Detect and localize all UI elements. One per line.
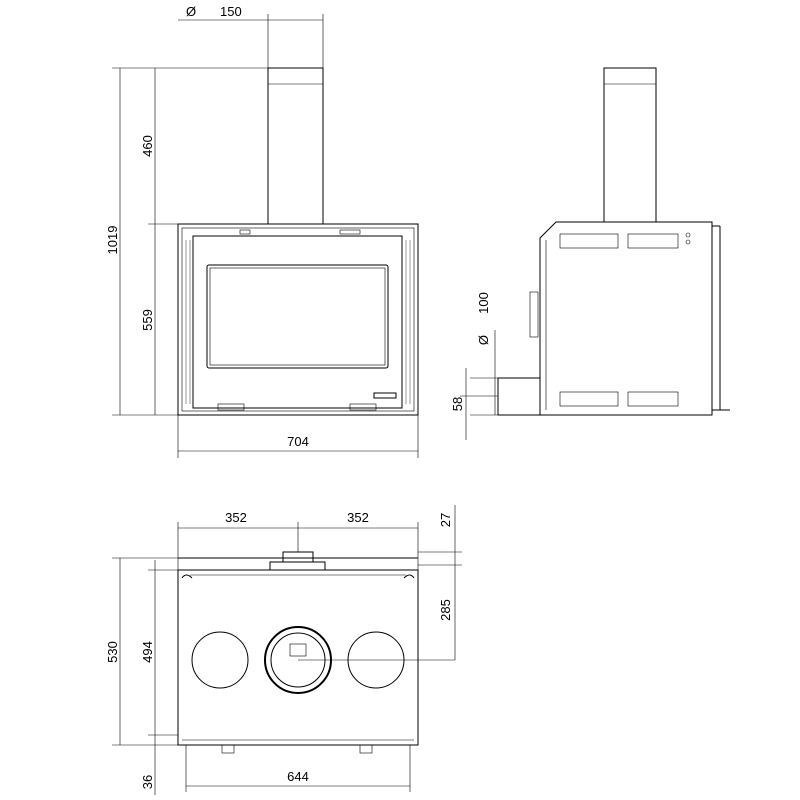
air-outlet [497,377,541,416]
front-offset-label: 27 [438,513,453,527]
side-flue-pipe [603,67,657,223]
body-depth-label: 494 [140,641,155,663]
outlet-diameter-symbol: Ø [476,335,491,345]
width-label: 704 [287,434,309,449]
door-frame [192,235,403,409]
total-depth-label: 530 [105,641,120,663]
top-body [177,569,419,746]
outlet-height-label: 58 [450,397,465,411]
inner-width-label: 644 [287,769,309,784]
flue-diameter-label: 150 [220,4,242,19]
half-width-left-label: 352 [225,510,247,525]
top-flue-collar [269,561,326,571]
left-opening [191,631,249,689]
flue-height-label: 460 [140,135,155,157]
top-view: 352 352 27 285 530 494 36 644 [105,505,462,795]
side-body [539,221,713,416]
rear-offset-label: 36 [140,775,155,789]
body-height-label: 559 [140,309,155,331]
side-view: 100 Ø 58 [450,67,730,440]
glass-panel [206,264,389,369]
front-view: Ø 150 1019 460 559 704 [105,4,419,458]
half-width-right-label: 352 [347,510,369,525]
logo-plate [373,392,397,399]
outlet-diameter-label: 100 [476,292,491,314]
flue-pipe [267,67,324,225]
front-body [177,223,419,416]
flue-center-depth-label: 285 [438,599,453,621]
total-height-label: 1019 [105,226,120,255]
flue-diameter-symbol: Ø [186,4,196,19]
